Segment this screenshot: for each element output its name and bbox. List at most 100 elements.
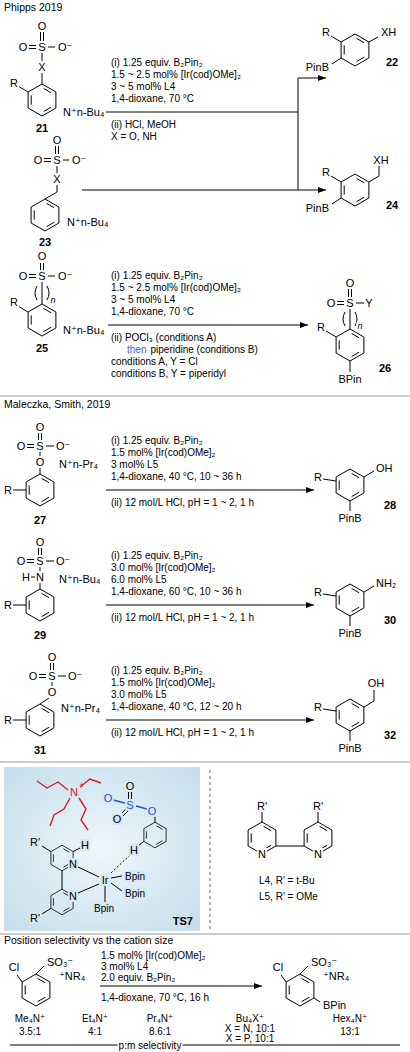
atom-label: PinB xyxy=(305,202,330,214)
benzene-ring xyxy=(28,304,56,336)
condition-text: 3.0 mol% L5 xyxy=(110,689,168,700)
atom-label: OH xyxy=(367,677,386,689)
atom-label: R xyxy=(313,471,323,483)
atom-label: R' xyxy=(312,800,324,812)
section-divider xyxy=(0,396,410,934)
table-cell: 13:1 xyxy=(339,1026,360,1037)
atom-label: Cl xyxy=(8,961,20,973)
atom-label: O⁻ xyxy=(55,440,71,452)
atom-label: O xyxy=(37,20,48,32)
atom-label: XH xyxy=(380,26,397,38)
bond xyxy=(13,433,54,490)
atom-label: ⁺NR₄ xyxy=(322,970,350,982)
atom-label: PinB xyxy=(337,512,362,524)
condition-text: 1,4-dioxane, 70 °C, 16 h xyxy=(100,992,210,1003)
atom-label: BPin xyxy=(322,999,347,1011)
atom-label: O xyxy=(326,297,337,309)
compound-number: 22 xyxy=(385,56,399,68)
atom-label: N xyxy=(313,848,323,860)
condition-text: (ii) HCl, MeOH xyxy=(110,119,177,130)
atom-label: R' xyxy=(29,836,41,848)
atom-label: O xyxy=(28,670,39,682)
bond xyxy=(42,791,155,914)
benzene-ring xyxy=(26,704,54,736)
atom-label: O⁻ xyxy=(71,154,87,166)
condition-text: then xyxy=(126,344,147,355)
atom-label: O xyxy=(103,792,114,804)
benzene-ring xyxy=(341,34,369,66)
condition-text: 1,4-dioxane, 70 °C xyxy=(110,93,195,104)
atom-label: S xyxy=(345,297,354,309)
bond xyxy=(262,812,318,846)
bond xyxy=(323,690,374,741)
propyl-chain xyxy=(37,779,101,830)
condition-text: 2.0 equiv. B₂Pin₂ xyxy=(100,972,176,983)
bond xyxy=(13,548,54,605)
atom-label: O⁻ xyxy=(57,270,73,282)
reaction-arrow xyxy=(106,605,314,606)
atom-label: NH₂ xyxy=(375,577,397,589)
benzene-ring xyxy=(51,822,166,915)
atom-label: Cl xyxy=(272,961,284,973)
atom-label: BPin xyxy=(337,373,362,385)
atom-label: X xyxy=(37,61,46,73)
atom-label: S xyxy=(47,670,56,682)
compound-number: 28 xyxy=(383,499,397,511)
atom-label: SO₃⁻ xyxy=(46,956,74,968)
condition-text: 3 ~ 5 mol% L4 xyxy=(110,81,176,92)
condition-text: 3 mol% L4 xyxy=(100,961,149,972)
structure-label: TS7 xyxy=(173,915,193,927)
table-cell: Et₄N⁺ xyxy=(81,1013,109,1024)
atom-label: N xyxy=(69,786,79,798)
atom-label: N⁺n-Bu₄ xyxy=(66,216,109,228)
atom-label: S xyxy=(52,154,61,166)
atom-label: S xyxy=(125,799,134,811)
atom-label: R xyxy=(3,714,13,726)
atom-label: R xyxy=(9,77,19,89)
table-cell: X = N, 10:1 xyxy=(224,1023,276,1034)
table-cell: Pr₄N⁺ xyxy=(146,1013,175,1024)
reaction-arrow xyxy=(106,720,314,721)
reaction-arrow xyxy=(106,490,314,491)
ligand-label: Bpin xyxy=(93,903,115,914)
compound-number: 30 xyxy=(383,614,397,626)
atom-label: O⁻ xyxy=(67,670,83,682)
atom-label: OH xyxy=(375,462,394,474)
condition-text: (i) 1.25 equiv. B₂Pin₂ xyxy=(110,665,204,676)
atom-label: PinB xyxy=(305,61,330,73)
atom-label: R xyxy=(3,599,13,611)
atom-label: H xyxy=(80,839,90,851)
atom-label: R xyxy=(321,166,331,178)
condition-text: L5, R' = OMe xyxy=(258,891,319,902)
ligand-label: Bpin xyxy=(124,888,146,899)
atom-label: O xyxy=(112,813,123,825)
section-divider xyxy=(0,396,410,934)
atom-label: O xyxy=(47,651,58,663)
repeat-index: n xyxy=(49,296,56,306)
atom-label: O⁻ xyxy=(57,41,73,53)
condition-text: 1.5 mol% [Ir(cod)OMe]₂ xyxy=(100,950,206,961)
atom-label: XH xyxy=(372,154,389,166)
table-cell: 3.5:1 xyxy=(18,1026,42,1037)
condition-text: (i) 1.25 equiv. B₂Pin₂ xyxy=(110,57,204,68)
atom-label: N⁺n-Pr₄ xyxy=(60,702,101,714)
atom-label: R xyxy=(313,586,323,598)
condition-text: L4, R' = t-Bu xyxy=(258,875,316,886)
atom-label: S xyxy=(35,555,44,567)
atom-label: O xyxy=(33,154,44,166)
compound-number: 21 xyxy=(35,122,49,134)
condition-text: X = O, NH xyxy=(110,131,158,142)
atom-label: R' xyxy=(256,800,268,812)
benzene-ring xyxy=(31,199,59,231)
table-cell: Bu₄X⁺ xyxy=(235,1013,265,1024)
bond xyxy=(44,146,69,199)
table-cell: 8.6:1 xyxy=(148,1026,172,1037)
compound-number: 31 xyxy=(33,744,47,756)
benzene-ring xyxy=(26,589,54,621)
atom-label: X xyxy=(52,173,61,185)
atom-label: O xyxy=(37,250,48,262)
benzene-ring xyxy=(144,822,166,848)
benzene-ring xyxy=(336,329,364,361)
section-heading: Maleczka, Smith, 2019 xyxy=(3,399,111,411)
condition-text: 3 mol% L5 xyxy=(110,459,159,470)
